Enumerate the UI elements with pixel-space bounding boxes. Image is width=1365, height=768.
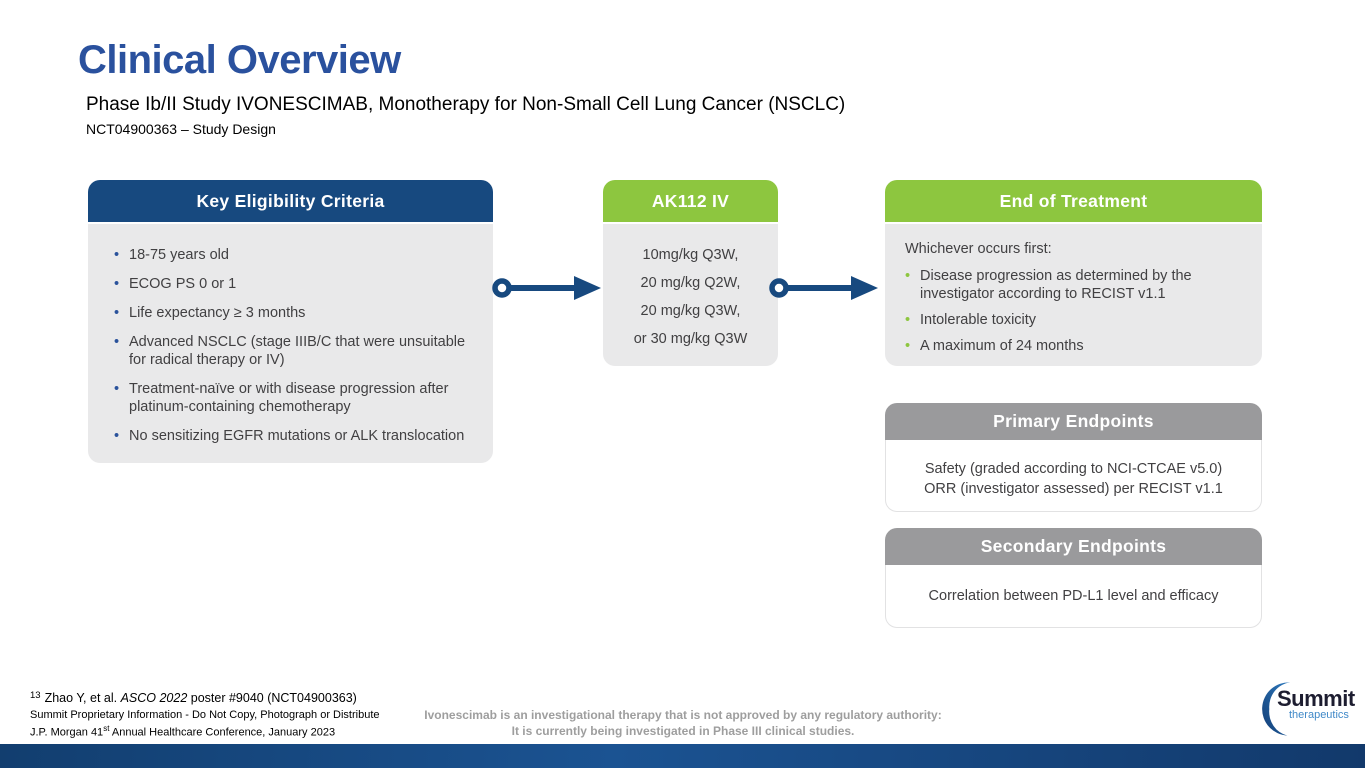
list-item: Advanced NSCLC (stage IIIB/C that were u… — [114, 333, 475, 369]
end-of-treatment-body: Whichever occurs first: Disease progress… — [885, 224, 1262, 366]
list-item: Intolerable toxicity — [905, 311, 1248, 329]
conference-text-post: Annual Healthcare Conference, January 20… — [109, 726, 336, 739]
eligibility-box: Key Eligibility Criteria 18-75 years old… — [88, 180, 493, 463]
eot-list: Disease progression as determined by the… — [905, 267, 1248, 355]
slide-subtitle: Phase Ib/II Study IVONESCIMAB, Monothera… — [86, 94, 846, 115]
eligibility-list: 18-75 years old ECOG PS 0 or 1 Life expe… — [114, 246, 475, 445]
dosing-box: AK112 IV 10mg/kg Q3W, 20 mg/kg Q2W, 20 m… — [603, 180, 778, 366]
end-of-treatment-box: End of Treatment Whichever occurs first:… — [885, 180, 1262, 366]
dose-line: 20 mg/kg Q3W, — [640, 303, 741, 319]
secondary-endpoints-body: Correlation between PD-L1 level and effi… — [885, 565, 1262, 628]
list-item: A maximum of 24 months — [905, 337, 1248, 355]
reference-text-post: poster #9040 (NCT04900363) — [187, 691, 357, 705]
disclaimer-line: It is currently being investigated in Ph… — [511, 724, 855, 738]
eligibility-header: Key Eligibility Criteria — [88, 180, 493, 224]
dose-line: or 30 mg/kg Q3W — [633, 331, 748, 347]
dose-line: 20 mg/kg Q2W, — [640, 275, 741, 291]
conference-line: J.P. Morgan 41st Annual Healthcare Confe… — [30, 722, 380, 740]
logo-tagline: therapeutics — [1289, 709, 1349, 721]
conference-text: J.P. Morgan 41 — [30, 726, 104, 739]
list-item: Life expectancy ≥ 3 months — [114, 304, 475, 322]
disclaimer: Ivonescimab is an investigational therap… — [383, 707, 983, 739]
disclaimer-line: Ivonescimab is an investigational therap… — [424, 708, 942, 722]
secondary-endpoints-header: Secondary Endpoints — [885, 528, 1262, 565]
secondary-endpoints-box: Secondary Endpoints Correlation between … — [885, 528, 1262, 628]
proprietary-notice: Summit Proprietary Information - Do Not … — [30, 709, 380, 721]
primary-endpoints-body: Safety (graded according to NCI-CTCAE v5… — [885, 440, 1262, 512]
primary-endpoints-header: Primary Endpoints — [885, 403, 1262, 440]
list-item: Treatment-naïve or with disease progress… — [114, 380, 475, 416]
dose-line: 10mg/kg Q3W, — [642, 247, 739, 263]
flow-arrow-icon — [492, 276, 601, 300]
eot-intro: Whichever occurs first: — [905, 241, 1052, 257]
endpoint-line: Correlation between PD-L1 level and effi… — [928, 588, 1219, 604]
footnote-number: 13 — [30, 690, 41, 701]
primary-endpoints-box: Primary Endpoints Safety (graded accordi… — [885, 403, 1262, 512]
eligibility-body: 18-75 years old ECOG PS 0 or 1 Life expe… — [88, 224, 493, 463]
study-id-line: NCT04900363 – Study Design — [86, 121, 276, 137]
conference-ordinal: st — [103, 724, 110, 733]
dosing-header: AK112 IV — [603, 180, 778, 224]
list-item: 18-75 years old — [114, 246, 475, 264]
reference-journal: ASCO 2022 — [120, 691, 188, 705]
flow-arrow-icon — [769, 276, 878, 300]
page-title: Clinical Overview — [78, 38, 401, 82]
list-item: Disease progression as determined by the… — [905, 267, 1248, 303]
logo-wordmark: Summit — [1277, 686, 1355, 711]
dosing-body: 10mg/kg Q3W, 20 mg/kg Q2W, 20 mg/kg Q3W,… — [603, 224, 778, 366]
summit-logo: Summit therapeutics — [1256, 680, 1362, 740]
list-item: No sensitizing EGFR mutations or ALK tra… — [114, 427, 475, 445]
logo-crescent-icon — [1262, 682, 1291, 736]
end-of-treatment-header: End of Treatment — [885, 180, 1262, 224]
list-item: ECOG PS 0 or 1 — [114, 275, 475, 293]
endpoint-line: Safety (graded according to NCI-CTCAE v5… — [924, 461, 1223, 477]
bottom-accent-bar — [0, 744, 1365, 768]
reference-text: Zhao Y, et al. — [44, 691, 121, 705]
endpoint-line: ORR (investigator assessed) per RECIST v… — [924, 481, 1223, 497]
